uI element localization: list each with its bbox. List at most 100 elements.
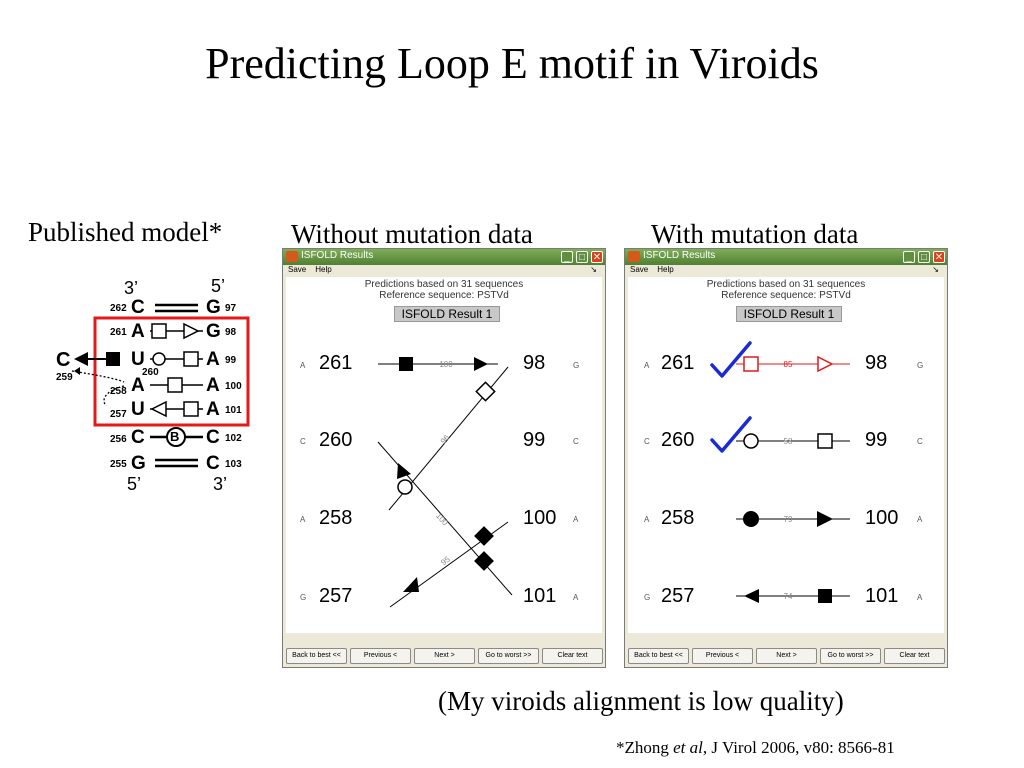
model-left-base: G [131, 453, 146, 474]
menu-help[interactable]: Help [315, 265, 332, 274]
model-right-num: 103 [225, 459, 242, 470]
go-to-worst-button[interactable]: Go to worst >> [820, 648, 881, 664]
clear-text-button[interactable]: Clear text [884, 648, 945, 664]
left-num: 261 [319, 352, 353, 374]
model-left-num: 261 [110, 327, 127, 338]
checkmark-icon [710, 341, 752, 378]
model-left-base: A [131, 321, 145, 342]
score-label: 95 [439, 554, 452, 567]
back-to-best-button[interactable]: Back to best << [628, 648, 689, 664]
left-base: A [644, 361, 650, 370]
model-right-num: 101 [225, 405, 242, 416]
window-titlebar[interactable]: ISFOLD Results _ □ ✕ [283, 249, 605, 265]
matlab-icon [286, 251, 298, 262]
matlab-icon [628, 251, 640, 262]
caption-with-mutation: With mutation data [651, 219, 859, 249]
menu-bar: Save Help ↘ [283, 265, 605, 277]
model-right-num: 100 [225, 381, 242, 392]
left-base: A [644, 515, 650, 524]
slide-title: Predicting Loop E motif in Viroids [205, 39, 819, 88]
filled-triangle-marker [403, 577, 419, 592]
menu-save[interactable]: Save [288, 265, 307, 274]
score-label: 100 [439, 360, 453, 369]
info-line-2: Reference sequence: PSTVd [721, 290, 851, 301]
maximize-icon[interactable]: □ [576, 251, 588, 263]
right-base: G [573, 361, 580, 370]
model-sub-num: 260 [142, 367, 159, 378]
isfold-window-with-mutation: ISFOLD Results _ □ ✕ Save Help ↘ Predicti… [624, 248, 948, 668]
clear-text-button[interactable]: Clear text [542, 648, 603, 664]
left-base: G [644, 593, 651, 602]
checkmark-icon [710, 416, 752, 453]
info-line-1: Predictions based on 31 sequences [364, 279, 524, 290]
pair-diagram-svg: 85 58 79 74 [710, 341, 850, 603]
model-svg [71, 303, 250, 468]
left-num: 258 [319, 507, 353, 529]
open-diamond-marker [475, 381, 496, 402]
window-title: ISFOLD Results [643, 250, 716, 261]
maximize-icon[interactable]: □ [918, 251, 930, 263]
right-base: A [573, 515, 579, 524]
back-to-best-button[interactable]: Back to best << [286, 648, 347, 664]
model-right-base: G [206, 297, 221, 318]
model-bottom-left-end: 5’ [127, 474, 142, 494]
right-base: A [917, 515, 923, 524]
model-right-base: A [206, 399, 220, 420]
caption-without-mutation: Without mutation data [291, 219, 533, 249]
right-base: C [917, 437, 923, 446]
dock-arrow-icon[interactable]: ↘ [590, 265, 597, 274]
results-panel: Predictions based on 31 sequences Refere… [286, 277, 602, 633]
model-middle-b: B [170, 429, 180, 444]
model-left-base: A [131, 375, 145, 396]
menu-help[interactable]: Help [657, 265, 674, 274]
button-row: Back to best << Previous < Next > Go to … [286, 648, 604, 664]
dock-arrow-icon[interactable]: ↘ [932, 265, 939, 274]
previous-button[interactable]: Previous < [350, 648, 411, 664]
left-base: A [300, 515, 306, 524]
next-button[interactable]: Next > [414, 648, 475, 664]
right-base: A [917, 593, 923, 602]
model-right-num: 99 [225, 355, 237, 366]
minimize-icon[interactable]: _ [561, 251, 573, 263]
go-to-worst-button[interactable]: Go to worst >> [478, 648, 539, 664]
window-titlebar[interactable]: ISFOLD Results _ □ ✕ [625, 249, 947, 265]
filled-triangle-marker [817, 511, 833, 527]
menu-bar: Save Help ↘ [625, 265, 947, 277]
left-base: A [300, 361, 306, 370]
close-icon[interactable]: ✕ [591, 251, 603, 263]
model-right-base: A [206, 349, 220, 370]
right-num: 100 [523, 507, 557, 529]
right-num: 99 [523, 429, 546, 451]
model-right-num: 102 [225, 433, 242, 444]
citation-prefix: *Zhong [616, 738, 674, 757]
filled-diamond-marker [474, 526, 494, 546]
previous-button[interactable]: Previous < [692, 648, 753, 664]
filled-triangle-marker [397, 463, 411, 479]
model-right-base: G [206, 321, 221, 342]
next-button[interactable]: Next > [756, 648, 817, 664]
model-left-base: C [131, 297, 145, 318]
model-right-num: 98 [225, 327, 237, 338]
menu-save[interactable]: Save [630, 265, 649, 274]
open-triangle-marker [817, 355, 834, 373]
info-line-2: Reference sequence: PSTVd [379, 290, 509, 301]
model-left-num: 258 [110, 386, 127, 397]
close-icon[interactable]: ✕ [933, 251, 945, 263]
caption-published-model: Published model* [28, 217, 223, 247]
minimize-icon[interactable]: _ [903, 251, 915, 263]
right-num: 98 [865, 352, 888, 374]
open-square-marker [817, 433, 833, 449]
right-num: 99 [865, 429, 888, 451]
isfold-window-without-mutation: ISFOLD Results _ □ ✕ Save Help ↘ Predicti… [282, 248, 606, 668]
right-num: 100 [865, 507, 899, 529]
pair-diagram-svg: 100 96 100 95 [377, 357, 513, 608]
left-num: 257 [319, 585, 353, 607]
right-num: 101 [523, 585, 557, 607]
right-num: 98 [523, 352, 546, 374]
filled-diamond-marker [474, 551, 494, 571]
filled-square-marker [818, 589, 832, 603]
model-left-base: C [131, 427, 145, 448]
model-bulged-num: 259 [56, 372, 73, 383]
score-label: 74 [784, 592, 793, 601]
results-panel: Predictions based on 31 sequences Refere… [628, 277, 944, 633]
